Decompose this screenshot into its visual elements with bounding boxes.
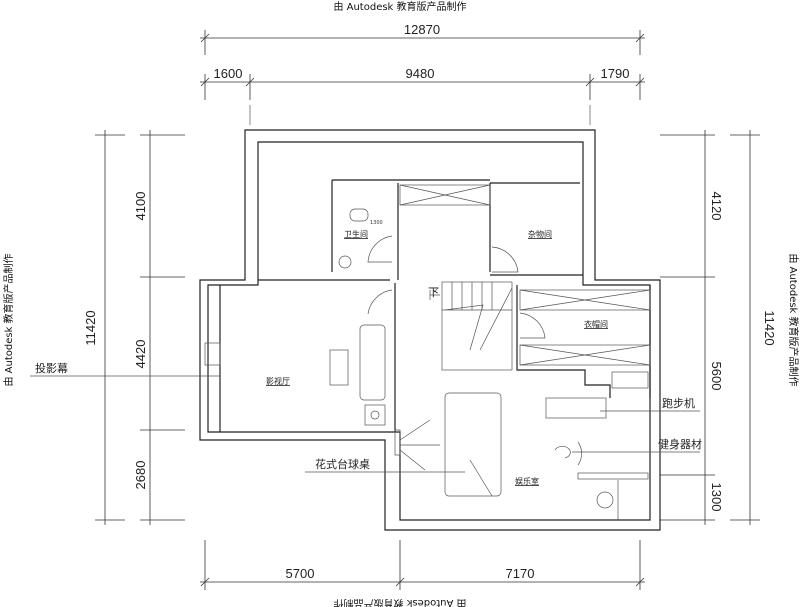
washbasin-icon (338, 255, 352, 269)
dim-bottom-1: 5700 (286, 566, 315, 581)
left-dimensions: 11420 4100 4420 2680 (83, 130, 185, 525)
dim-top-3: 1790 (601, 66, 630, 81)
screen-box (204, 342, 221, 366)
label-fitness-equipment: 健身器材 (658, 437, 702, 451)
watermark-right: 由 Autodesk 教育版产品制作 (787, 253, 800, 386)
dim-left-total: 11420 (83, 310, 98, 345)
room-label-cloakroom: 衣帽间 (584, 319, 608, 329)
treadmill-icon (545, 397, 607, 419)
doors (367, 235, 546, 339)
bathtub-size: 1300 (370, 220, 383, 226)
bottom-dimensions: 5700 7170 (200, 540, 645, 590)
dim-bottom-2: 7170 (506, 566, 535, 581)
label-treadmill: 跑步机 (662, 396, 695, 410)
room-label-bathroom: 卫生间 (344, 229, 368, 239)
speaker-icon (364, 404, 386, 426)
watermark-top: 由 Autodesk 教育版产品制作 (333, 0, 466, 13)
room-label-storage: 杂物间 (528, 229, 552, 239)
watermark-left: 由 Autodesk 教育版产品制作 (2, 253, 15, 386)
dim-right-total: 11420 (762, 310, 777, 345)
bathtub-icon (349, 208, 369, 222)
fitness-equipment-icon (554, 441, 582, 466)
dim-left-1: 4100 (133, 192, 148, 221)
furniture: 1300 (204, 208, 649, 520)
right-dimensions: 11420 4120 5600 1300 (660, 130, 777, 525)
label-pool-table: 花式台球桌 (315, 457, 370, 471)
dim-left-3: 2680 (133, 461, 148, 490)
chair-icon (596, 491, 614, 509)
pool-table-icon (444, 392, 502, 497)
stairs-down-label: 下 (428, 286, 439, 299)
dim-top-1: 1600 (214, 66, 243, 81)
staircase: 下 (428, 281, 513, 371)
room-label-entertainment: 娱乐室 (515, 476, 539, 486)
dim-top-total: 12870 (404, 22, 440, 37)
dim-top-2: 9480 (406, 66, 435, 81)
dim-right-3: 1300 (709, 483, 724, 512)
room-label-theater: 影视厅 (266, 376, 290, 386)
dim-left-2: 4420 (133, 340, 148, 369)
sofa-icon (359, 324, 386, 401)
label-projection-screen: 投影幕 (35, 361, 68, 375)
top-dimensions: 12870 1600 9480 1790 (200, 22, 645, 125)
dim-right-1: 4120 (709, 192, 724, 221)
dim-right-2: 5600 (709, 362, 724, 391)
walls (199, 129, 661, 531)
watermark-bottom: 由 Autodesk 教育版产品制作 (333, 597, 466, 607)
tv-cabinet-icon (329, 349, 349, 386)
